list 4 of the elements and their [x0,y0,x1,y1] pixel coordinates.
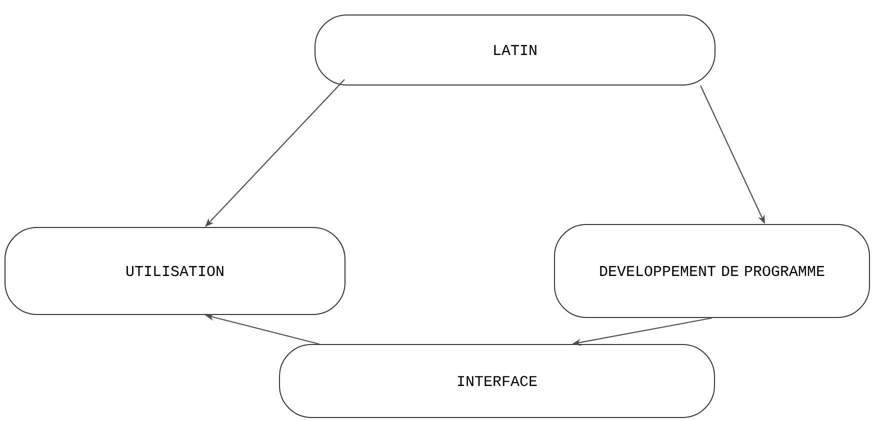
process-box: DEVELOPPEMENT DE PROGRAMME [554,224,870,318]
process-box: LATIN [314,14,716,86]
process-box: UTILISATION [4,227,346,315]
process-box: INTERFACE [279,344,715,418]
